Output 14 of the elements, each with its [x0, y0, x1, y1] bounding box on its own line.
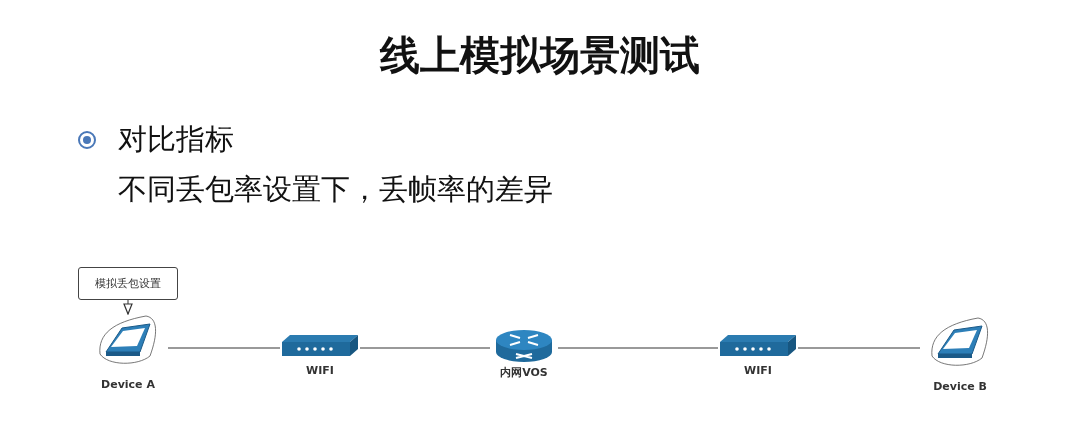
device-label: 内网VOS	[499, 366, 549, 379]
title: 线上模拟场景测试	[378, 31, 701, 80]
device-label: WIFI	[743, 364, 773, 377]
device-label: Device A	[100, 378, 156, 391]
connection-line	[167, 347, 281, 349]
device-label: Device B	[932, 380, 988, 393]
device-label: WIFI	[305, 364, 335, 377]
connection-line	[557, 347, 719, 349]
process-box: 模拟丢包设置	[78, 267, 178, 300]
connection-line	[797, 347, 921, 349]
arrow	[123, 299, 133, 315]
bullet-heading: 对比指标	[118, 121, 234, 158]
bullet-text: 不同丢包率设置下，丢帧率的差异	[118, 171, 553, 208]
connection-line	[359, 347, 491, 349]
